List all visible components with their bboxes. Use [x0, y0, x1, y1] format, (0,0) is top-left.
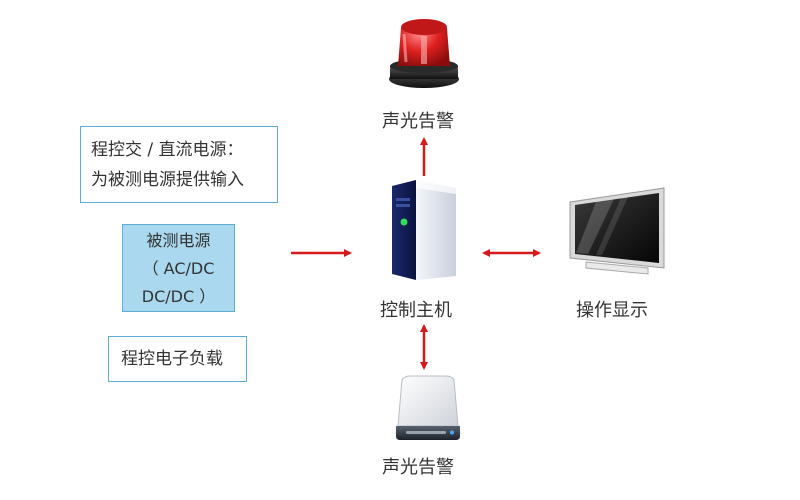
hard-drive-icon [396, 375, 460, 440]
alarm-light-icon [389, 19, 459, 88]
supply-description-box: 程控交 / 直流电源： 为被测电源提供输入 [80, 126, 278, 203]
dut-line-3: DC/DC ） [141, 287, 216, 306]
device-under-test-box: 被测电源 （ AC/DC DC/DC ） [122, 224, 235, 312]
computer-tower-icon [392, 180, 456, 280]
dut-line-1: 被测电源 [146, 231, 211, 250]
supply-line-1: 程控交 / 直流电源： [91, 140, 244, 160]
alarm-label: 声光告警 [382, 111, 454, 132]
dut-line-2: （ AC/DC [142, 259, 215, 278]
monitor-icon [569, 187, 665, 275]
load-label: 程控电子负载 [121, 349, 223, 369]
electronic-load-box: 程控电子负载 [108, 336, 247, 382]
supply-line-2: 为被测电源提供输入 [91, 170, 244, 190]
storage-label: 声光告警 [382, 457, 454, 478]
host-label: 控制主机 [380, 300, 452, 321]
display-label: 操作显示 [576, 300, 648, 321]
